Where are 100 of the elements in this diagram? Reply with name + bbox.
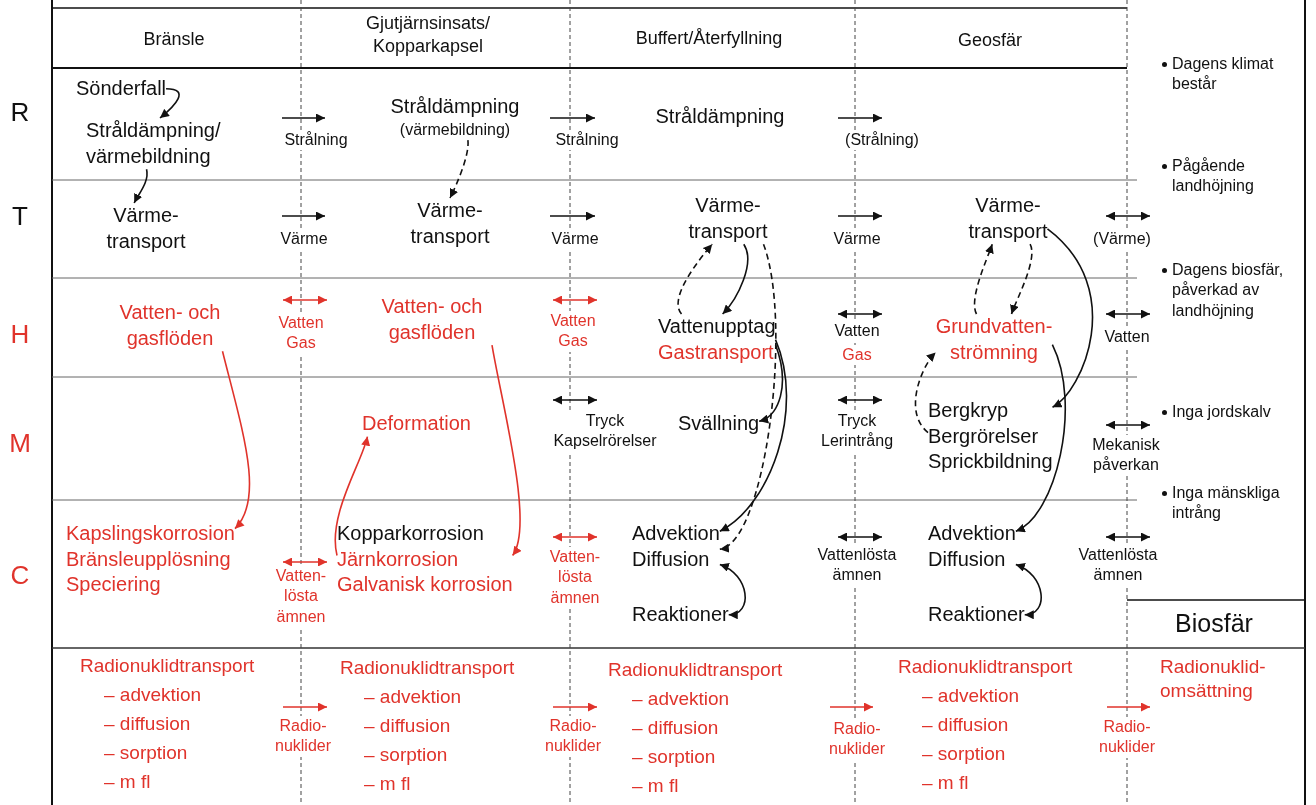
process-text: Deformation [362, 411, 471, 436]
column-header: Bränsle [143, 28, 205, 51]
cell-text: – advektion [922, 684, 1020, 708]
curved-arrow [719, 243, 777, 550]
flux-label: Vatten Gas [548, 311, 598, 352]
note-text: Dagens biosfär, påverkad av landhöjning [1172, 260, 1285, 321]
process-text: Advektion [928, 521, 1016, 546]
curved-arrow [719, 338, 788, 533]
row-letter: R [10, 96, 30, 129]
process-text: Reaktioner [632, 602, 729, 627]
process-text: Reaktioner [928, 602, 1025, 627]
curved-arrow [721, 243, 749, 315]
flux-label: (Värme) [1091, 229, 1153, 250]
process-text: Bergkryp [928, 398, 1010, 423]
process-text: Värme- transport [968, 193, 1048, 244]
process-text: Sönderfall [76, 76, 167, 101]
flux-label: Tryck Lerintrång [819, 411, 895, 452]
cell-text: – sorption [922, 742, 1006, 766]
column-header: Geosfär [958, 29, 1022, 52]
flux-label: Strålning [282, 130, 350, 151]
process-text: (värmebildning) [398, 119, 512, 140]
cell-text: Radionuklidtransport [608, 658, 783, 682]
process-text: Stråldämpning [390, 94, 520, 119]
cell-text: Stråldämpning [655, 104, 785, 129]
process-text: Svällning [678, 411, 760, 436]
process-text: Bergrörelser [928, 423, 1040, 449]
cell-text: – m fl [632, 774, 679, 798]
flux-label: (Strålning) [843, 130, 921, 151]
note-text: Inga mänskliga intrång [1172, 483, 1281, 524]
flux-label: Radio- nuklider [1097, 717, 1157, 758]
process-text: Diffusion [928, 546, 1007, 572]
flux-label: Vatten- lösta ämnen [547, 547, 603, 609]
curved-arrow [449, 139, 469, 199]
cell-text: – advektion [364, 685, 462, 709]
curved-arrow [758, 343, 784, 423]
process-text: Vatten- och gasflöden [118, 300, 222, 351]
process-text: Kopparkorrosion [337, 521, 485, 546]
cell-text: – sorption [364, 743, 448, 767]
flux-label: Radio- nuklider [543, 716, 603, 757]
cell-text: – diffusion [632, 716, 719, 740]
flux-label: Radio- nuklider [273, 716, 333, 757]
process-text: Diffusion [632, 546, 711, 572]
flux-label: Vattenlösta ämnen [1076, 545, 1160, 586]
flux-label: Mekanisk påverkan [1090, 435, 1162, 476]
process-text: Grundvatten- strömning [935, 314, 1053, 365]
curved-arrow [914, 351, 937, 434]
cell-text: – m fl [922, 771, 969, 795]
cell-text: Radionuklidtransport [340, 656, 515, 680]
cell-text: – advektion [104, 683, 202, 707]
curved-arrow [221, 350, 251, 530]
note-text: Dagens klimat består [1172, 54, 1275, 95]
process-text: Speciering [66, 572, 162, 598]
row-letter: H [10, 318, 30, 351]
cell-text: – diffusion [364, 714, 451, 738]
process-text: Gastransport [658, 339, 775, 365]
process-text: Värme- transport [106, 203, 186, 254]
cell-text: – advektion [632, 687, 730, 711]
process-text: Kapslingskorrosion [66, 521, 235, 546]
flux-label: Värme [549, 229, 601, 250]
flux-label: Vatten Gas [276, 313, 326, 354]
cell-text: – m fl [364, 772, 411, 796]
cell-text: – m fl [104, 770, 151, 794]
flux-label: Värme [831, 229, 883, 250]
flux-label: Radio- nuklider [827, 719, 887, 760]
curved-arrow [719, 563, 746, 618]
flux-label: Vatten [1102, 327, 1152, 348]
cell-text: – diffusion [922, 713, 1009, 737]
flux-label: Tryck Kapselrörelser [551, 411, 659, 452]
cell-text: Radionuklid- omsättning [1160, 655, 1266, 704]
column-header: Buffert/Återfyllning [635, 27, 783, 50]
curved-arrow [159, 88, 180, 119]
row-letter: C [10, 559, 30, 592]
flux-label: Värme [278, 229, 330, 250]
flux-label: Vattenlösta ämnen [815, 545, 899, 586]
column-header: Gjutjärnsinsats/ Kopparkapsel [365, 12, 491, 59]
curved-arrow [973, 243, 994, 315]
process-text: Stråldämpning/ värmebildning [86, 118, 221, 169]
flux-label: Vatten [832, 321, 882, 342]
process-text: Värme- transport [688, 193, 768, 244]
process-text: Järnkorrosion [337, 546, 460, 572]
process-text: Advektion [632, 521, 720, 546]
curved-arrow [677, 243, 713, 315]
curved-arrow [133, 168, 148, 204]
process-text: Värme- transport [410, 198, 490, 249]
cell-text: – diffusion [104, 712, 191, 736]
process-text: Vattenupptag [658, 314, 776, 339]
flux-label: Gas [840, 345, 874, 366]
note-text: Pågående landhöjning [1172, 156, 1255, 197]
curved-arrow [491, 344, 521, 557]
cell-text: Radionuklidtransport [80, 654, 255, 678]
note-text: Inga jordskalv [1172, 402, 1271, 422]
process-text: Sprickbildning [928, 449, 1053, 475]
process-text: Galvanisk korrosion [337, 572, 513, 598]
curved-arrow [334, 435, 370, 557]
process-text: Vatten- och gasflöden [380, 294, 484, 345]
process-text: Bränsleupplösning [66, 546, 232, 572]
row-letter: T [12, 200, 28, 233]
section-title: Biosfär [1175, 608, 1253, 639]
cell-text: Radionuklidtransport [898, 655, 1073, 679]
row-letter: M [9, 427, 31, 460]
